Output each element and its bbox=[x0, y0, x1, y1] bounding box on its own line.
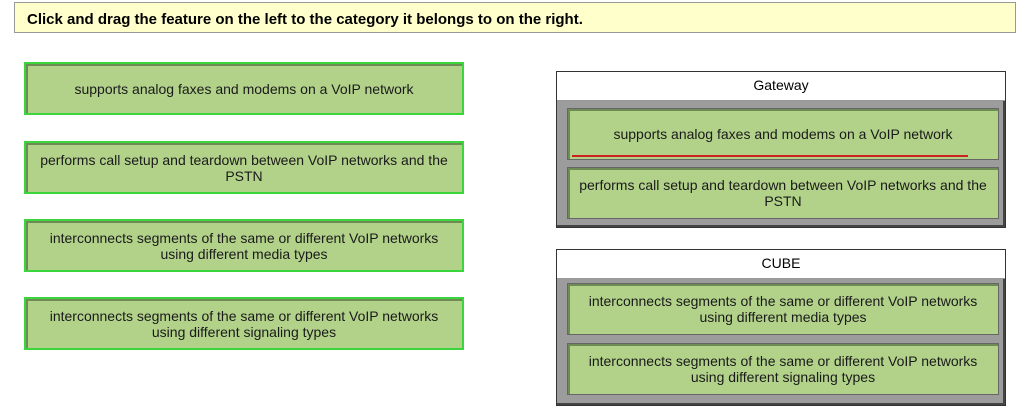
feature-item[interactable]: interconnects segments of the same or di… bbox=[24, 219, 464, 272]
placed-feature-label: interconnects segments of the same or di… bbox=[588, 293, 978, 325]
placed-feature-label: performs call setup and teardown between… bbox=[579, 177, 987, 209]
feature-item[interactable]: interconnects segments of the same or di… bbox=[24, 297, 464, 350]
placed-feature-item[interactable]: performs call setup and teardown between… bbox=[567, 167, 999, 219]
placed-feature-item[interactable]: supports analog faxes and modems on a Vo… bbox=[567, 108, 999, 160]
placed-feature-item[interactable]: interconnects segments of the same or di… bbox=[567, 343, 999, 395]
category-title: Gateway bbox=[557, 72, 1005, 101]
category-cube[interactable]: CUBE interconnects segments of the same … bbox=[556, 249, 1006, 406]
placed-feature-label: interconnects segments of the same or di… bbox=[588, 353, 978, 385]
feature-item[interactable]: supports analog faxes and modems on a Vo… bbox=[24, 62, 464, 115]
instruction-banner: Click and drag the feature on the left t… bbox=[14, 2, 1016, 33]
drop-indicator-line bbox=[572, 155, 968, 157]
feature-item[interactable]: performs call setup and teardown between… bbox=[24, 141, 464, 194]
category-title: CUBE bbox=[557, 250, 1005, 279]
placed-feature-item[interactable]: interconnects segments of the same or di… bbox=[567, 283, 999, 335]
category-gateway[interactable]: Gateway supports analog faxes and modems… bbox=[556, 71, 1006, 228]
placed-feature-label: supports analog faxes and modems on a Vo… bbox=[613, 126, 953, 142]
